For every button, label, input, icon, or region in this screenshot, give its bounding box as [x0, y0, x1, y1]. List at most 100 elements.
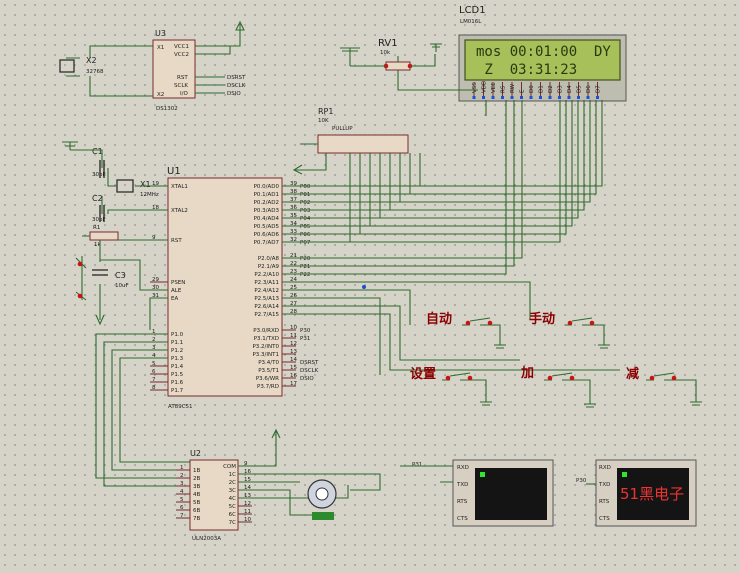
lcd-pin-label: D1 — [539, 85, 545, 93]
mcu-pin-num: 36 — [290, 205, 297, 211]
virtual-terminal-2[interactable]: 51黑电子 P30 RXD TXD RTS CTS — [576, 459, 697, 527]
terminal2-net: P30 — [576, 478, 587, 484]
mcu-pin-label: P2.6/A14 — [254, 304, 279, 310]
mcu-pin-num: 16 — [290, 373, 297, 379]
mcu-pin-num: 24 — [290, 277, 297, 283]
capacitor-c3[interactable]: C3 10uF — [92, 269, 129, 289]
lcd-pin-dot — [472, 96, 476, 99]
mcu-net-label: P31 — [300, 336, 310, 342]
mcu-at89c51[interactable]: U1 AT89C51 XTAL119XTAL218RST9PSEN29ALE30… — [150, 166, 319, 410]
lcd-pin-label: E — [520, 89, 526, 93]
button-minus-label: 减 — [626, 366, 639, 382]
lcd-pin-label: VEE — [491, 82, 497, 93]
driver-pin-num: 10 — [244, 517, 251, 523]
mcu-pin-label: P0.3/AD3 — [254, 208, 280, 214]
mcu-net-label: P22 — [300, 272, 310, 278]
terminal2-text: 51黑电子 — [620, 485, 684, 503]
terminal2-txd: TXD — [598, 482, 610, 488]
driver-pin-label: 7B — [193, 516, 200, 522]
lcd-pin-dot — [491, 96, 495, 99]
driver-pin-label: 7C — [229, 520, 236, 526]
capacitor-c2[interactable]: C2 30pF — [92, 194, 106, 223]
rtc-chip[interactable]: U3 DS1302 X1 X2 VCC1 VCC2 RST SCLK I/O D… — [152, 29, 246, 112]
mcu-pin-num: 12 — [290, 341, 297, 347]
driver-pin-label: 1C — [229, 472, 236, 478]
terminal1-txd: TXD — [456, 482, 468, 488]
lcd-pin-label: D7 — [596, 85, 602, 93]
mcu-net-label: DSRST — [300, 360, 319, 366]
lcd-module[interactable]: mos 00:01:00 DY Z 03:31:23 LCD1 LM016L V… — [458, 5, 627, 102]
virtual-terminal-1[interactable]: P31 RXD TXD RTS CTS — [412, 459, 554, 527]
mcu-net-label: P03 — [300, 208, 311, 214]
mcu-net-label: P21 — [300, 264, 310, 270]
lcd-pin-dot — [577, 96, 580, 99]
mcu-pin-label: P2.0/A8 — [258, 256, 280, 262]
lcd-pin-dot — [596, 96, 599, 99]
potentiometer-rv1[interactable]: RV1 10k — [378, 38, 413, 71]
lcd-pin-dot — [586, 96, 590, 99]
button-auto-label: 自动 — [426, 311, 452, 327]
mcu-pin-label: P1.7 — [171, 388, 184, 394]
mcu-pin-num: 5 — [152, 361, 156, 367]
driver-ref: U2 — [190, 449, 201, 458]
mcu-pin-label: ALE — [171, 288, 182, 294]
mcu-net-label: P30 — [300, 328, 311, 334]
stepper-motor[interactable] — [307, 479, 337, 520]
button-minus[interactable]: 减 — [626, 366, 697, 402]
driver-pin-label: 2B — [193, 476, 200, 482]
mcu-pin-label: P2.2/A10 — [254, 272, 279, 278]
button-auto[interactable]: 自动 — [426, 311, 501, 345]
mcu-pin-label: P0.6/AD6 — [254, 232, 280, 238]
cap3-value: 10uF — [115, 283, 129, 289]
mcu-net-label: DSCLK — [300, 368, 319, 374]
terminal1-net: P31 — [412, 462, 422, 468]
mcu-pin-label: P0.1/AD1 — [254, 192, 279, 198]
terminal2-rts: RTS — [599, 499, 610, 505]
terminal2-rxd: RXD — [599, 465, 611, 471]
button-setup[interactable]: 设置 — [410, 367, 487, 402]
button-plus[interactable]: 加 — [520, 366, 591, 404]
crystal32-value: 32768 — [86, 69, 104, 75]
mcu-part: AT89C51 — [168, 404, 193, 410]
mcu-pin-label: XTAL2 — [171, 208, 188, 214]
rtc-pin-rst: RST — [177, 75, 188, 81]
mcu-pin-num: 31 — [152, 293, 159, 299]
button-manual[interactable]: 手动 — [529, 311, 605, 345]
reset-res-value: 1k — [94, 242, 101, 248]
mcu-pin-num: 27 — [290, 301, 297, 307]
lcd-pin-label: D4 — [567, 85, 573, 93]
mcu-net-label: P20 — [300, 256, 311, 262]
lcd-pin-dot — [539, 96, 542, 99]
driver-pin-num: 5 — [180, 497, 184, 503]
lcd-part: LM016L — [460, 19, 482, 25]
mcu-pin-label: P3.2/INT0 — [252, 344, 279, 350]
mcu-pin-label: RST — [171, 238, 182, 244]
terminal1-rts: RTS — [457, 499, 468, 505]
reset-resistor[interactable]: R1 1k — [89, 225, 119, 248]
mcu-pin-label: P1.6 — [171, 380, 184, 386]
rtc-pin-vcc1: VCC1 — [174, 44, 189, 50]
lcd-pin-dot — [482, 96, 485, 99]
resistor-pack-rp1[interactable]: RP1 10K PULLUP — [317, 107, 409, 154]
lcd-pin-label: D3 — [558, 85, 564, 93]
driver-pin-num: 15 — [244, 477, 251, 483]
mcu-pin-num: 15 — [290, 365, 297, 371]
crystal-32k[interactable]: X2 32768 — [59, 56, 104, 75]
rtc-part: DS1302 — [156, 106, 178, 112]
mcu-pin-label: P3.7/RD — [257, 384, 279, 390]
driver-pin-num: 9 — [244, 461, 248, 467]
mcu-pin-label: P2.1/A9 — [258, 264, 280, 270]
rtc-pin-x1: X1 — [157, 45, 164, 51]
lcd-pin-dot — [529, 96, 533, 99]
mcu-pin-label: P2.4/A12 — [254, 288, 279, 294]
capacitor-c1[interactable]: C1 30pF — [92, 147, 106, 178]
cap2-value: 30pF — [92, 217, 106, 223]
mcu-pin-num: 33 — [290, 229, 297, 235]
rtc-pin-vcc2: VCC2 — [174, 52, 189, 58]
driver-pin-num: 3 — [180, 481, 184, 487]
lcd-line2: Z 03:31:23 — [476, 62, 577, 78]
mcu-pin-label: P1.1 — [171, 340, 183, 346]
driver-pin-num: 6 — [180, 505, 184, 511]
mcu-pin-label: P3.3/INT1 — [252, 352, 279, 358]
